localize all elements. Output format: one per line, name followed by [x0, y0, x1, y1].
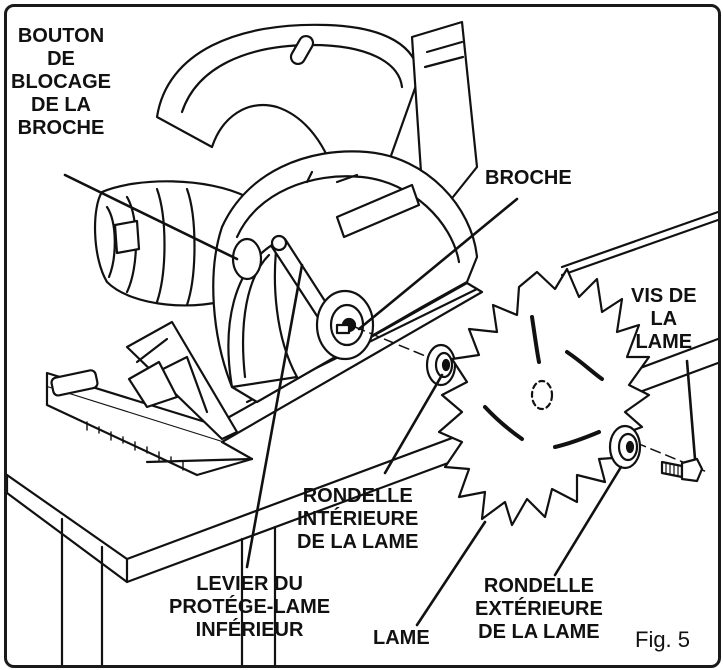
outer-blade-washer-part: [608, 424, 642, 470]
label-lower-guard-lever: LEVIER DU PROTÉGE-LAME INFÉRIEUR: [169, 573, 331, 641]
label-outer-blade-washer: RONDELLE EXTÉRIEURE DE LA LAME: [475, 575, 603, 643]
label-blade-screw: VIS DE LA LAME: [631, 285, 697, 353]
leader-lines: [63, 173, 697, 627]
motor-housing: [94, 180, 249, 307]
saw-assembly-illustration: [7, 20, 718, 665]
figure-number: Fig. 5: [635, 627, 691, 652]
label-spindle: BROCHE: [485, 167, 572, 189]
label-inner-blade-washer: RONDELLE INTÉRIEURE DE LA LAME: [297, 485, 419, 553]
label-spindle-lock-button: BOUTON DE BLOCAGE DE LA BROCHE: [11, 25, 111, 139]
spindle-lock-button-part: [231, 237, 263, 281]
spindle-axis-line: [354, 326, 708, 473]
inner-blade-washer-part: [425, 343, 457, 387]
spindle-flange: [315, 289, 375, 361]
saw-blade-part: [437, 267, 651, 527]
battery-pack: [410, 20, 479, 229]
bevel-bracket: [125, 320, 239, 441]
figure-frame: BOUTON DE BLOCAGE DE LA BROCHE BROCHE VI…: [4, 4, 721, 668]
label-blade: LAME: [373, 627, 430, 649]
blade-screw-part: [660, 457, 704, 483]
